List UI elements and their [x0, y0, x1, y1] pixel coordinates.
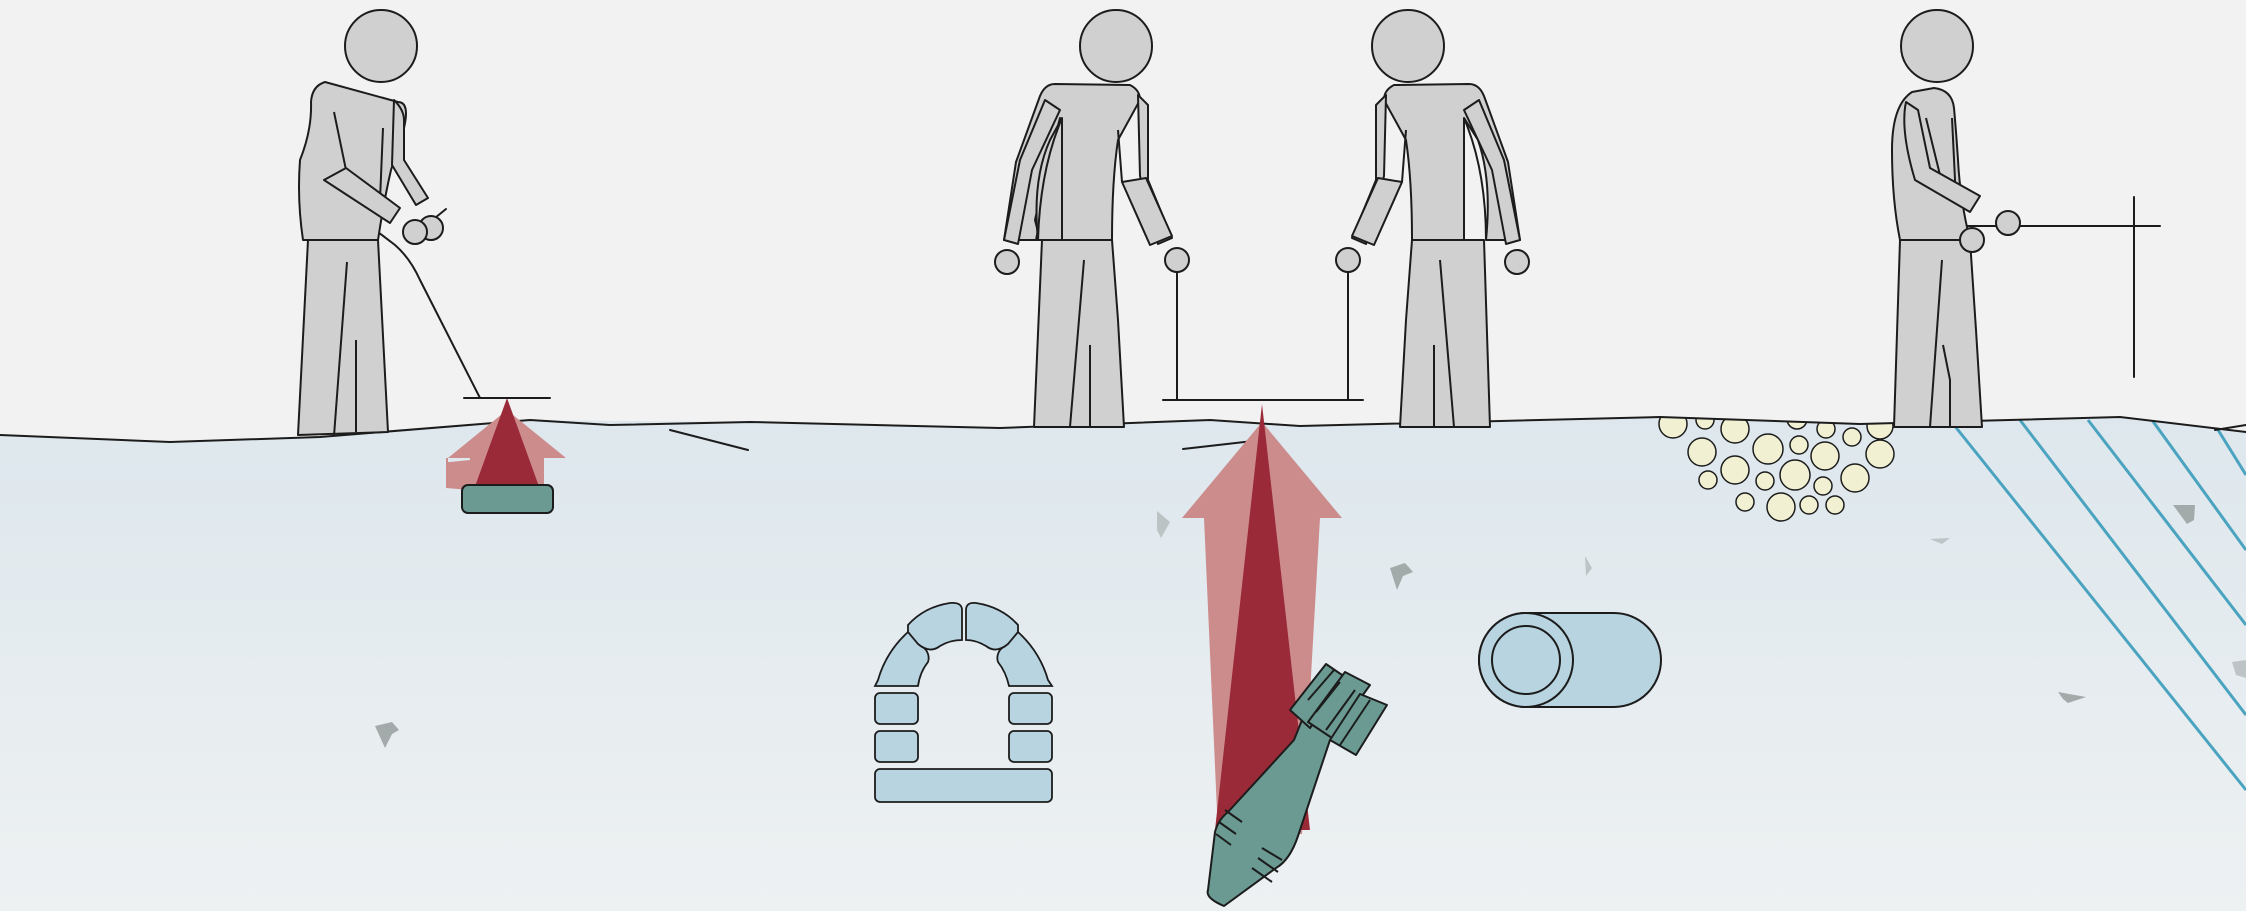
- operator-arm: [391, 99, 429, 206]
- scene-buried-pipe: [1478, 612, 1662, 708]
- operator-hand: [1335, 247, 1361, 273]
- operator-arm: [1137, 94, 1173, 245]
- buried-object-target: [461, 484, 554, 514]
- operator-person-2: [994, 9, 1190, 428]
- gravel-pocket: [1658, 417, 1895, 522]
- frame-detector-icon: [1162, 259, 1364, 401]
- operator-arm: [1903, 101, 1981, 213]
- brick-arch-tunnel: [873, 601, 1054, 803]
- ground-body: [0, 417, 2246, 911]
- rock-fragments: [375, 505, 2246, 748]
- operator-legs: [1893, 239, 1983, 428]
- operator-arm: [1003, 99, 1061, 245]
- scene-handheld-detector: [297, 9, 566, 514]
- operator-arm: [1463, 99, 1521, 245]
- operator-person-3: [1335, 9, 1530, 428]
- operator-head: [344, 9, 418, 83]
- ground-crack: [2214, 424, 2246, 431]
- operator-person-1: [297, 9, 444, 437]
- buried-shell-target: [1206, 663, 1388, 907]
- operator-legs: [1399, 239, 1491, 428]
- ground-crack: [669, 429, 749, 451]
- operator-head: [1900, 9, 1974, 83]
- operator-hand: [994, 249, 1020, 275]
- ground-surface-line: [0, 416, 2246, 443]
- signal-cone-dark: [1215, 404, 1310, 830]
- signal-cone-light: [446, 458, 470, 490]
- operator-hand: [402, 219, 428, 245]
- operator-hand: [1504, 249, 1530, 275]
- operator-arm: [1351, 94, 1387, 245]
- operator-legs: [297, 239, 389, 436]
- operator-head: [1371, 9, 1445, 83]
- operator-hand: [1959, 227, 1985, 253]
- pipe-opening: [1491, 625, 1561, 695]
- scene-probe-operator: [1891, 9, 2161, 428]
- operator-hand: [1164, 247, 1190, 273]
- operator-person-4: [1891, 9, 2021, 428]
- signal-cone-dark: [473, 398, 541, 492]
- dipping-strata: [1948, 419, 2246, 791]
- operator-head: [1079, 9, 1153, 83]
- scene-two-person-frame-detector: [873, 9, 1530, 907]
- operator-legs: [1033, 239, 1125, 428]
- operator-hand: [1995, 210, 2021, 236]
